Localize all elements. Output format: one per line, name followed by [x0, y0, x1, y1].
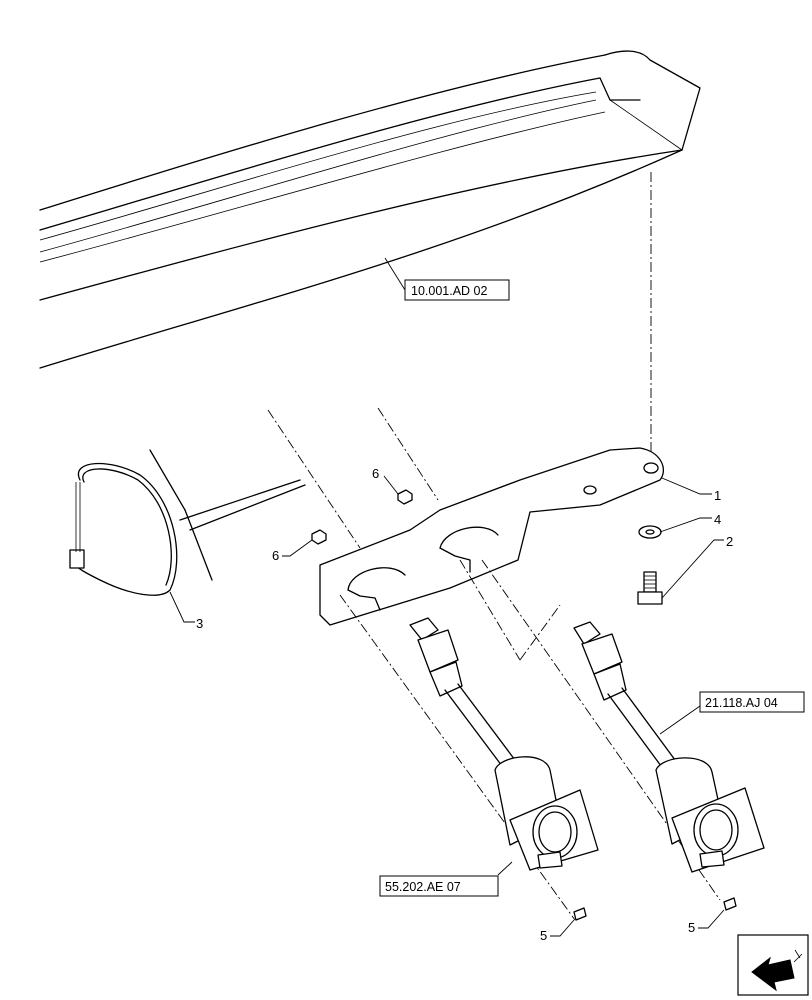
- washer: [638, 525, 662, 539]
- svg-text:6: 6: [272, 548, 279, 563]
- center-line: [519, 604, 561, 661]
- callout-6-lower: 6: [272, 539, 313, 563]
- hood-panel: [39, 50, 701, 369]
- callout-4: 4: [659, 512, 721, 533]
- mounting-bracket: [319, 447, 664, 626]
- reference-21-118-aj-04[interactable]: 21.118.AJ 04: [659, 691, 805, 735]
- svg-text:1: 1: [714, 488, 721, 503]
- callout-5-left: 5: [540, 907, 587, 943]
- center-line: [339, 594, 576, 921]
- nut-upper: [397, 489, 413, 505]
- svg-text:6: 6: [372, 466, 379, 481]
- next-page-arrow-icon[interactable]: [737, 934, 809, 996]
- reference-10-001-ad-02[interactable]: 10.001.AD 02: [384, 257, 510, 301]
- reference-label: 55.202.AE 07: [385, 880, 461, 894]
- center-line: [481, 559, 721, 901]
- svg-text:3: 3: [196, 616, 203, 631]
- reference-label: 21.118.AJ 04: [705, 696, 778, 710]
- center-line: [267, 409, 361, 549]
- callout-2: 2: [661, 534, 733, 599]
- callout-3: 3: [169, 591, 203, 631]
- svg-text:2: 2: [726, 534, 733, 549]
- svg-text:5: 5: [688, 920, 695, 935]
- reference-label: 10.001.AD 02: [411, 284, 487, 298]
- socket-right: [573, 621, 765, 873]
- center-line: [459, 559, 521, 661]
- center-line: [377, 407, 439, 501]
- socket-left: [409, 617, 599, 871]
- callout-5-right: 5: [688, 897, 737, 935]
- nut-lower: [311, 529, 327, 545]
- svg-text:5: 5: [540, 928, 547, 943]
- svg-text:4: 4: [714, 512, 721, 527]
- cable-tie: [69, 449, 306, 596]
- callout-1: 1: [661, 477, 721, 503]
- bolt: [637, 571, 663, 605]
- callout-6-upper: 6: [372, 466, 399, 495]
- reference-55-202-ae-07[interactable]: 55.202.AE 07: [379, 861, 513, 897]
